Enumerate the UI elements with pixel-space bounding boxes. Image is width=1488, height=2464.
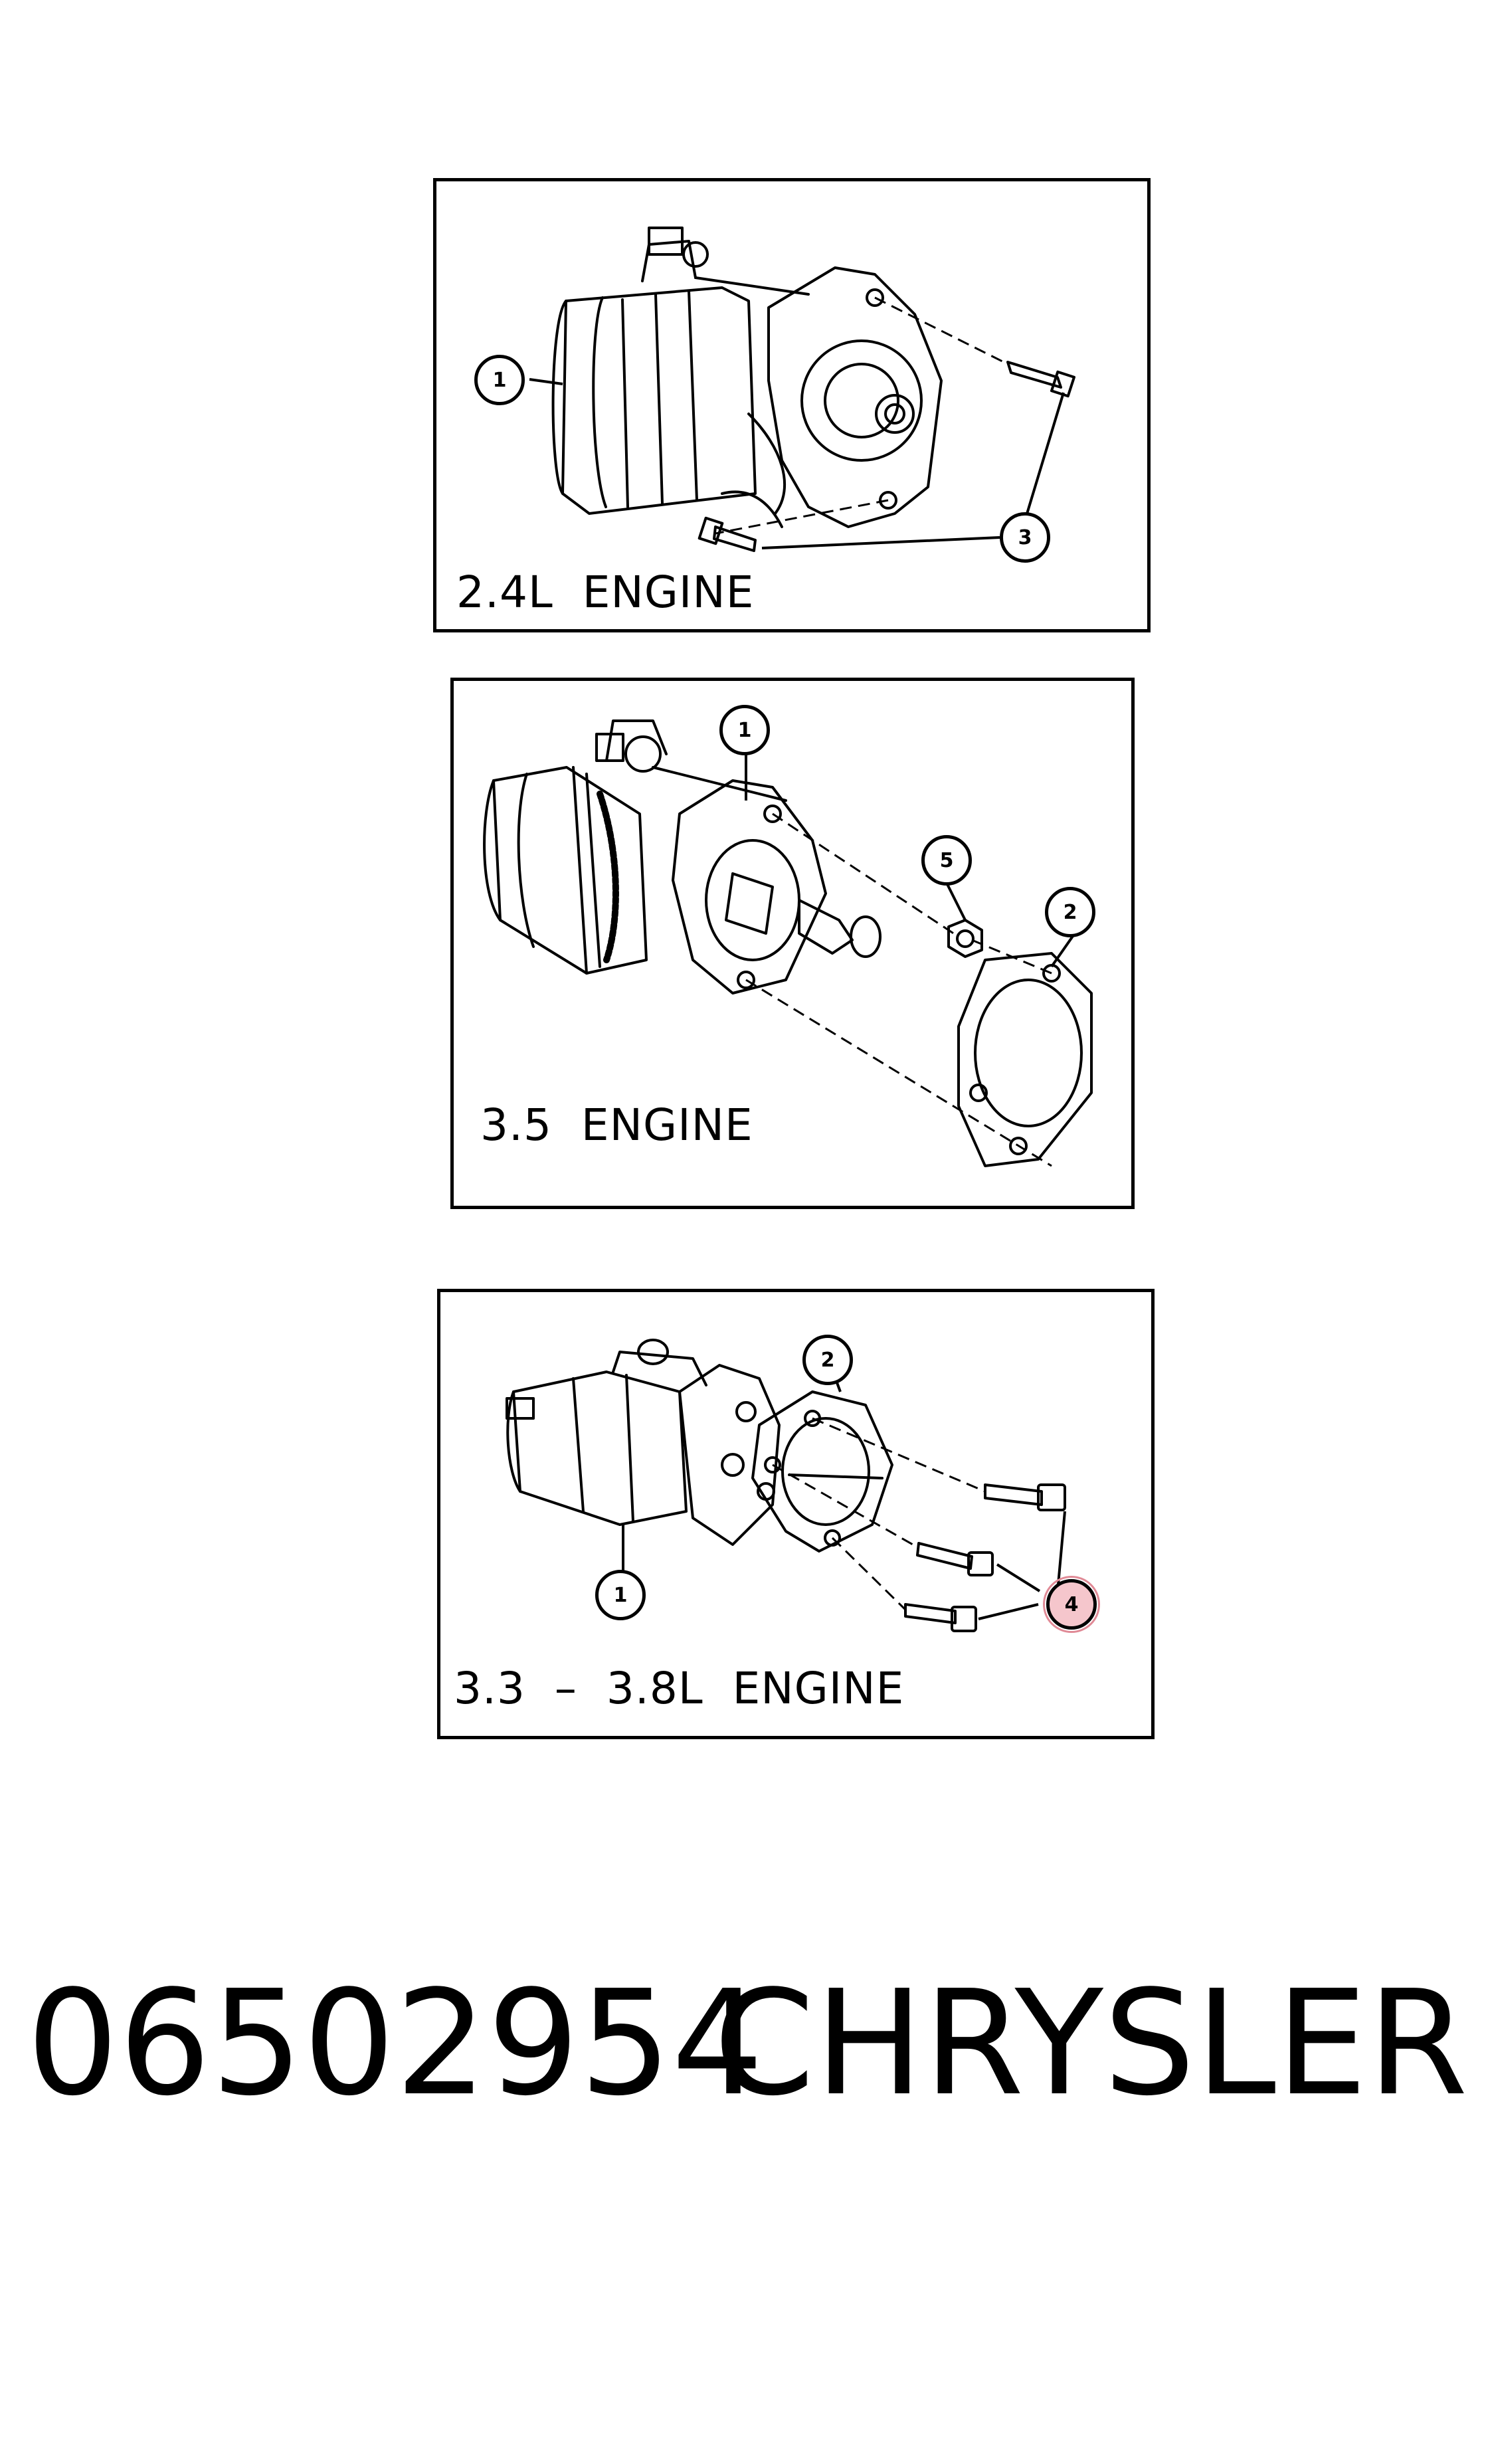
starter-motor-3-5-illustration — [483, 719, 1093, 1167]
engine-label: 3.3 – 3.8L ENGINE — [454, 1663, 905, 1714]
panel-2-4l-engine: 1 3 2.4L ENGINE — [433, 178, 1151, 632]
engine-label: 3.5 ENGINE — [480, 1099, 753, 1151]
callout-1: 1 — [595, 1570, 646, 1620]
panel-3-3-3-8l-engine: 2 1 4 3.3 – 3.8L ENGINE — [437, 1289, 1155, 1739]
starter-motor-3-3-3-8l-illustration — [506, 1339, 1066, 1632]
callout-2: 2 — [1045, 887, 1095, 937]
brand-name: CHRYSLER — [713, 1960, 1468, 2128]
panel-3-5-engine: 1 5 2 3.5 ENGINE — [450, 678, 1135, 1209]
callout-1: 1 — [719, 705, 770, 755]
part-number: 06502954 — [27, 1960, 764, 2128]
footer: 06502954 CHRYSLER — [27, 1960, 1468, 2132]
callout-2: 2 — [802, 1335, 853, 1385]
starter-motor-2-4l-illustration — [529, 227, 1075, 552]
callout-1: 1 — [474, 355, 525, 405]
callout-3: 3 — [1000, 512, 1050, 563]
engine-label: 2.4L ENGINE — [456, 567, 755, 618]
callout-4: 4 — [1043, 1576, 1100, 1633]
callout-5: 5 — [921, 835, 972, 886]
